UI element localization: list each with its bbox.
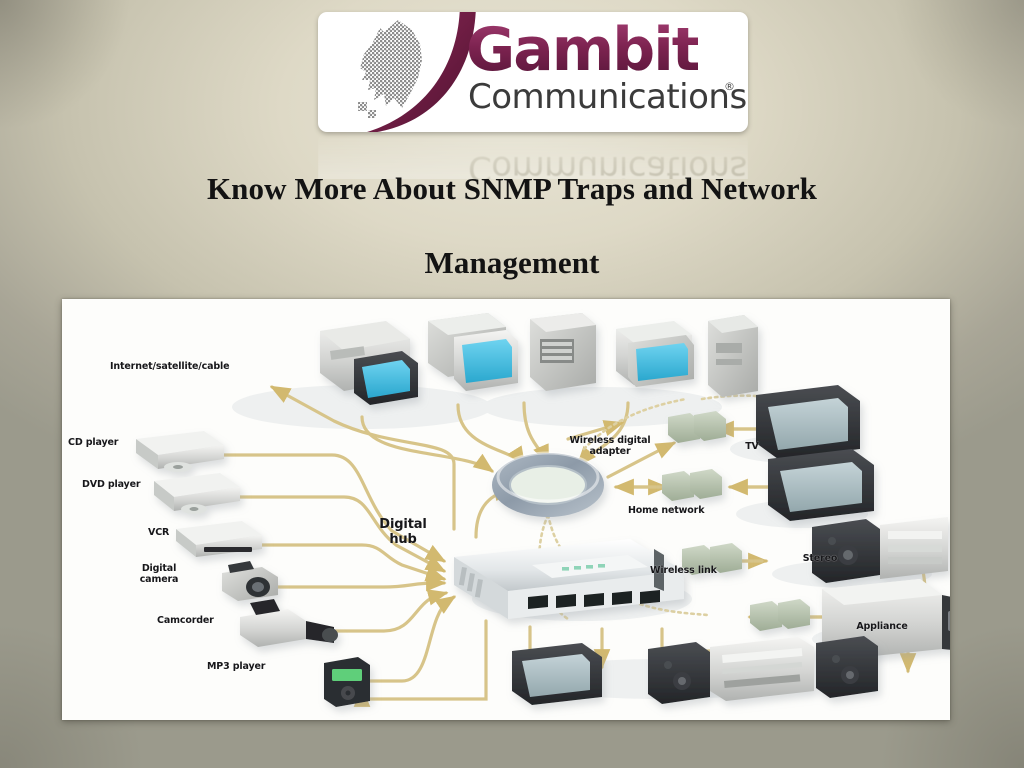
diagram-label-dvd-player: DVD player (82, 479, 141, 490)
gambit-logo: Gambit Communications ® (318, 12, 748, 132)
logo-swoosh-icon (366, 12, 476, 132)
diagram-label-cd-player: CD player (68, 437, 119, 448)
page-title-line-2: Management (424, 245, 600, 280)
logo-wordmark: Gambit Communications ® (466, 15, 747, 130)
logo-card: Gambit Communications ® (318, 12, 748, 132)
diagram-label-mp3-player: MP3 player (207, 661, 266, 672)
chess-knight-icon (358, 20, 422, 118)
diagram-label-wireless-link: Wireless link (650, 565, 717, 576)
network-diagram-panel: Internet/satellite/cable CD player DVD p… (62, 299, 950, 720)
diagram-label-tv: TV (745, 441, 759, 452)
diagram-label-wireless-digital-adapter: Wireless digital adapter (569, 435, 651, 457)
diagram-label-camcorder: Camcorder (157, 615, 214, 626)
home-network-diagram (136, 313, 950, 707)
diagram-label-vcr: VCR (148, 527, 170, 538)
page-title-line-1: Know More About SNMP Traps and Network (206, 171, 818, 206)
diagram-label-appliance: Appliance (856, 621, 908, 632)
page-title: Know More About SNMP Traps and Network M… (112, 152, 912, 300)
logo-tagline-text: Communications (468, 77, 747, 117)
diagram-label-home-network: Home network (628, 505, 705, 516)
diagram-label-internet: Internet/satellite/cable (110, 361, 230, 372)
diagram-label-digital-camera: Digital camera (139, 563, 179, 585)
diagram-label-digital-hub: Digital hub (379, 517, 427, 547)
registered-mark-icon: ® (724, 80, 735, 93)
logo-brand-text: Gambit (466, 15, 700, 85)
diagram-label-stereo: Stereo (802, 553, 838, 564)
